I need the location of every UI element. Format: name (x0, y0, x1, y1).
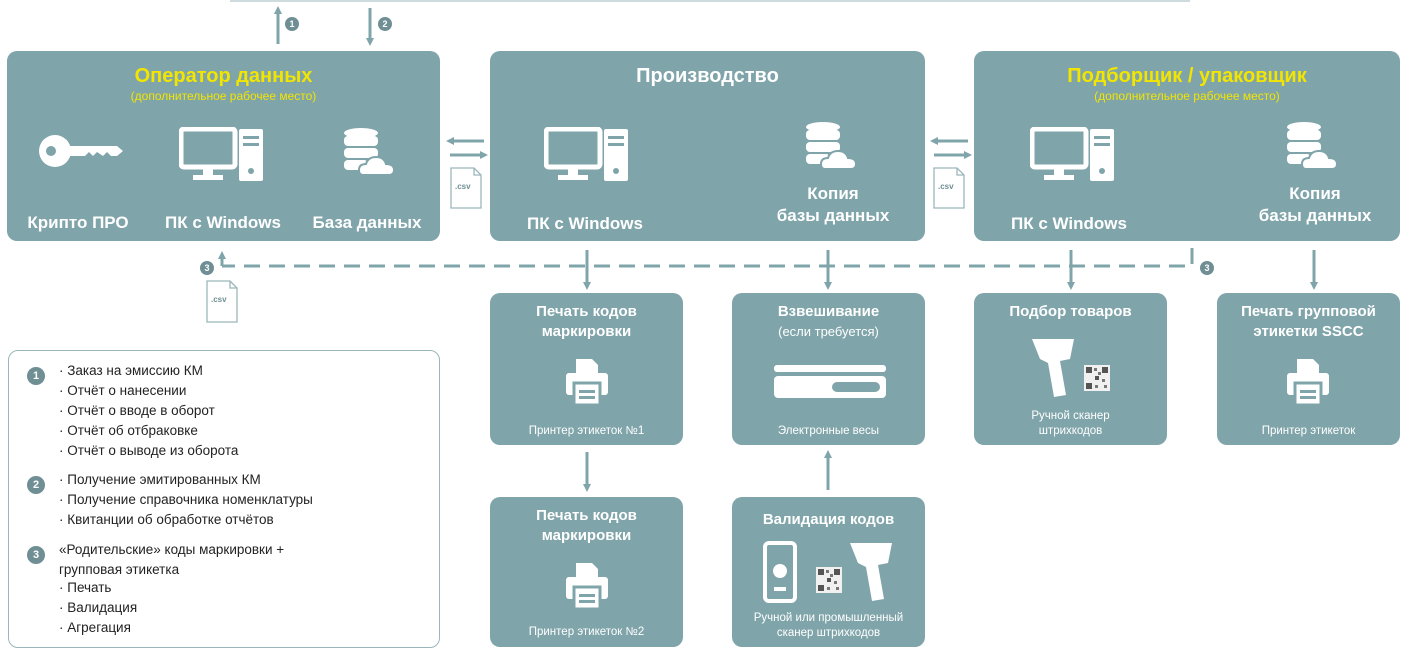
legend-item: · Валидация (59, 600, 138, 615)
csv-file-icon-3 (206, 280, 238, 323)
database-cloud-icon (806, 122, 858, 170)
legend-item: · Агрегация (59, 620, 131, 635)
picker-box: Подборщик / упаковщик (дополнительное ра… (974, 51, 1400, 241)
print1-title-2: маркировки (541, 323, 632, 340)
print2-title-2: маркировки (541, 527, 632, 544)
weigh-box: Взвешивание (если требуется) Электронные… (732, 293, 925, 445)
legend-item: · Получение справочника номенклатуры (59, 492, 313, 507)
legend-item: групповая этикетка (59, 562, 180, 577)
legend-marker-3: 3 (27, 546, 45, 564)
operator-title: Оператор данных (134, 65, 313, 87)
validate-title: Валидация кодов (762, 511, 895, 528)
sscc-caption: Принтер этикеток (1261, 425, 1356, 437)
pc-icon (1030, 127, 1114, 181)
print2-caption: Принтер этикеток №2 (528, 626, 645, 638)
operator-label-pc: ПК с Windows (165, 213, 281, 232)
marker-3-right: 3 (1200, 261, 1214, 275)
hand-scanner-icon (850, 543, 892, 601)
sscc-title-1: Печать групповой (1241, 303, 1376, 320)
marker-3-left: 3 (200, 261, 214, 275)
production-label-db-2: базы данных (776, 206, 890, 225)
validate-caption-1: Ручной или промышленный (753, 612, 904, 624)
pc-icon (544, 127, 628, 181)
picker-label-db-2: базы данных (1258, 206, 1372, 225)
key-icon (39, 135, 123, 167)
csv-label-2: .csv (938, 182, 954, 191)
legend-item: «Родительские» коды маркировки + (59, 542, 285, 557)
production-box: Производство ПК с Windows Копия базы дан… (490, 51, 925, 241)
printer-icon (1287, 359, 1329, 407)
legend-marker-1: 1 (27, 367, 45, 385)
legend-item: · Отчёт о вводе в оборот (59, 403, 215, 418)
picker-label-pc: ПК с Windows (1011, 214, 1127, 233)
print2-title-1: Печать кодов (536, 507, 637, 524)
production-title: Производство (636, 65, 779, 87)
legend-panel: 1 · Заказ на эмиссию КМ · Отчёт о нанесе… (8, 350, 440, 648)
operator-label-db: База данных (312, 213, 422, 232)
production-label-pc: ПК с Windows (527, 214, 643, 233)
csv-label-1: .csv (455, 182, 471, 191)
mobile-scanner-icon (763, 541, 797, 603)
qr-code-icon (1084, 365, 1110, 391)
print1-title-1: Печать кодов (536, 303, 637, 320)
legend-marker-2: 2 (27, 476, 45, 494)
production-label-db-1: Копия (807, 184, 859, 203)
csv-file-icon-2 (933, 167, 965, 209)
operator-box: Оператор данных (дополнительное рабочее … (7, 51, 440, 241)
sscc-box: Печать групповой этикетки SSCC Принтер э… (1217, 293, 1400, 445)
selection-box: Подбор товаров Ручной сканер штрихкодов (974, 293, 1167, 445)
legend-item: · Квитанции об обработке отчётов (59, 512, 274, 527)
pc-icon (179, 127, 263, 181)
print1-box: Печать кодов маркировки Принтер этикеток… (490, 293, 683, 445)
csv-label-3: .csv (211, 295, 227, 304)
dashed-line-3 (222, 248, 1194, 268)
legend-item: · Отчёт об отбраковке (59, 423, 198, 438)
picker-title: Подборщик / упаковщик (1067, 65, 1307, 87)
printer-icon (566, 563, 608, 611)
csv-file-icon-1 (450, 167, 482, 209)
print2-box: Печать кодов маркировки Принтер этикеток… (490, 497, 683, 647)
legend-item: · Печать (59, 580, 112, 595)
picker-label-db-1: Копия (1289, 184, 1341, 203)
marker-1: 1 (285, 17, 299, 31)
legend-item: · Заказ на эмиссию КМ (59, 363, 203, 378)
weigh-subtitle: (если требуется) (778, 324, 879, 339)
selection-caption-2: штрихкодов (1038, 425, 1103, 437)
printer-icon (566, 359, 608, 407)
legend-item: · Отчёт о нанесении (59, 383, 187, 398)
legend-item: · Отчёт о выводе из оборота (59, 443, 239, 458)
operator-label-crypto: Крипто ПРО (27, 213, 129, 232)
hand-scanner-icon (1032, 339, 1074, 397)
weigh-caption: Электронные весы (777, 425, 880, 437)
legend-item: · Получение эмитированных КМ (59, 472, 261, 487)
database-cloud-icon (1287, 122, 1339, 170)
scales-icon (774, 365, 886, 398)
selection-title: Подбор товаров (1009, 303, 1132, 320)
print1-caption: Принтер этикеток №1 (528, 425, 645, 437)
validate-box: Валидация кодов Ручной или промышленный … (732, 497, 925, 647)
operator-subtitle: (дополнительное рабочее место) (130, 89, 317, 103)
qr-code-icon (816, 567, 842, 593)
sscc-title-2: этикетки SSCC (1253, 323, 1364, 340)
marker-2: 2 (378, 17, 392, 31)
selection-caption-1: Ручной сканер (1031, 410, 1110, 422)
picker-subtitle: (дополнительное рабочее место) (1094, 89, 1280, 103)
validate-caption-2: сканер штрихкодов (776, 627, 881, 639)
weigh-title: Взвешивание (777, 303, 880, 320)
database-cloud-icon (344, 128, 396, 176)
